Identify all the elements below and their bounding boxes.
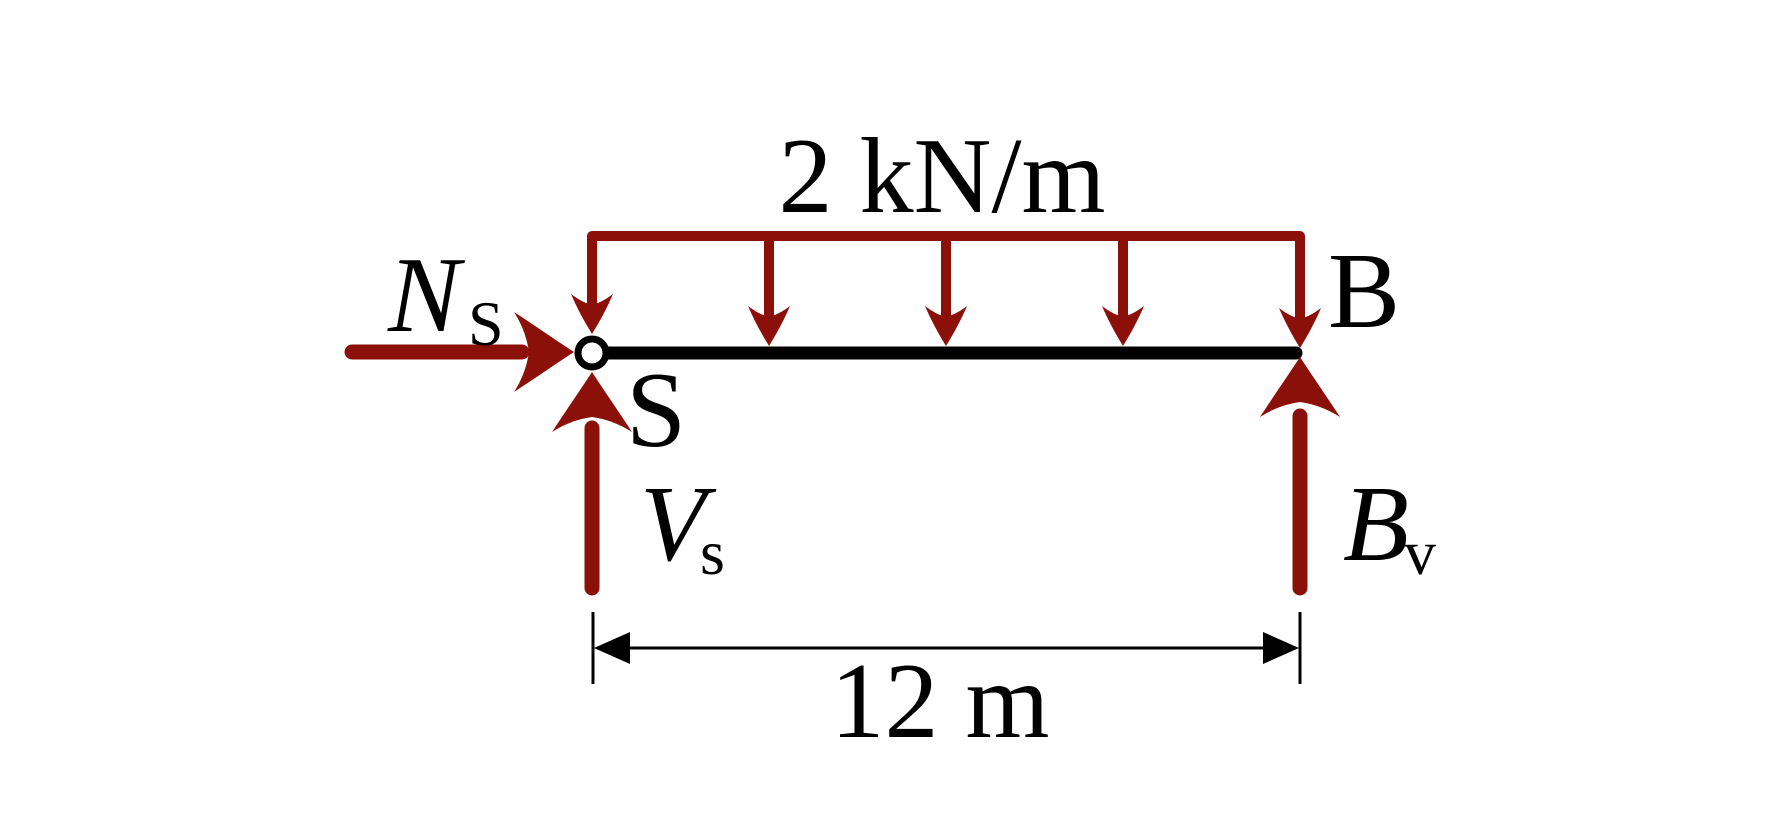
reaction-force-arrow — [1260, 357, 1340, 596]
axial-force-symbol: N — [387, 236, 466, 355]
axial-arrowhead-icon — [514, 312, 574, 392]
reaction-force-symbol: B — [1343, 465, 1409, 584]
load-arrowhead-icon — [925, 306, 967, 346]
dimension-arrowhead-right-icon — [1263, 632, 1299, 664]
axial-force-arrow — [344, 312, 574, 392]
load-arrowhead-icon — [1279, 308, 1321, 348]
shear-arrowhead-icon — [552, 372, 632, 432]
dimension — [591, 612, 1302, 684]
shear-force-arrow — [552, 372, 632, 596]
distributed-load-label: 2 kN/m — [778, 117, 1105, 236]
distributed-load — [571, 231, 1321, 348]
axial-force-subscript: S — [468, 288, 504, 359]
reaction-force-subscript: v — [1404, 517, 1436, 588]
shear-force-subscript: s — [700, 517, 725, 588]
pin-point-label: S — [626, 351, 686, 470]
end-point-label: B — [1328, 232, 1400, 351]
load-arrowhead-icon — [571, 294, 613, 334]
shear-force-symbol: V — [640, 465, 717, 584]
pin-circle — [574, 335, 610, 371]
load-arrowhead-icon — [1102, 306, 1144, 346]
load-arrowhead-icon — [748, 306, 790, 346]
reaction-arrowhead-icon — [1260, 357, 1340, 417]
span-dimension-label: 12 m — [830, 642, 1049, 761]
dimension-arrowhead-left-icon — [594, 632, 630, 664]
